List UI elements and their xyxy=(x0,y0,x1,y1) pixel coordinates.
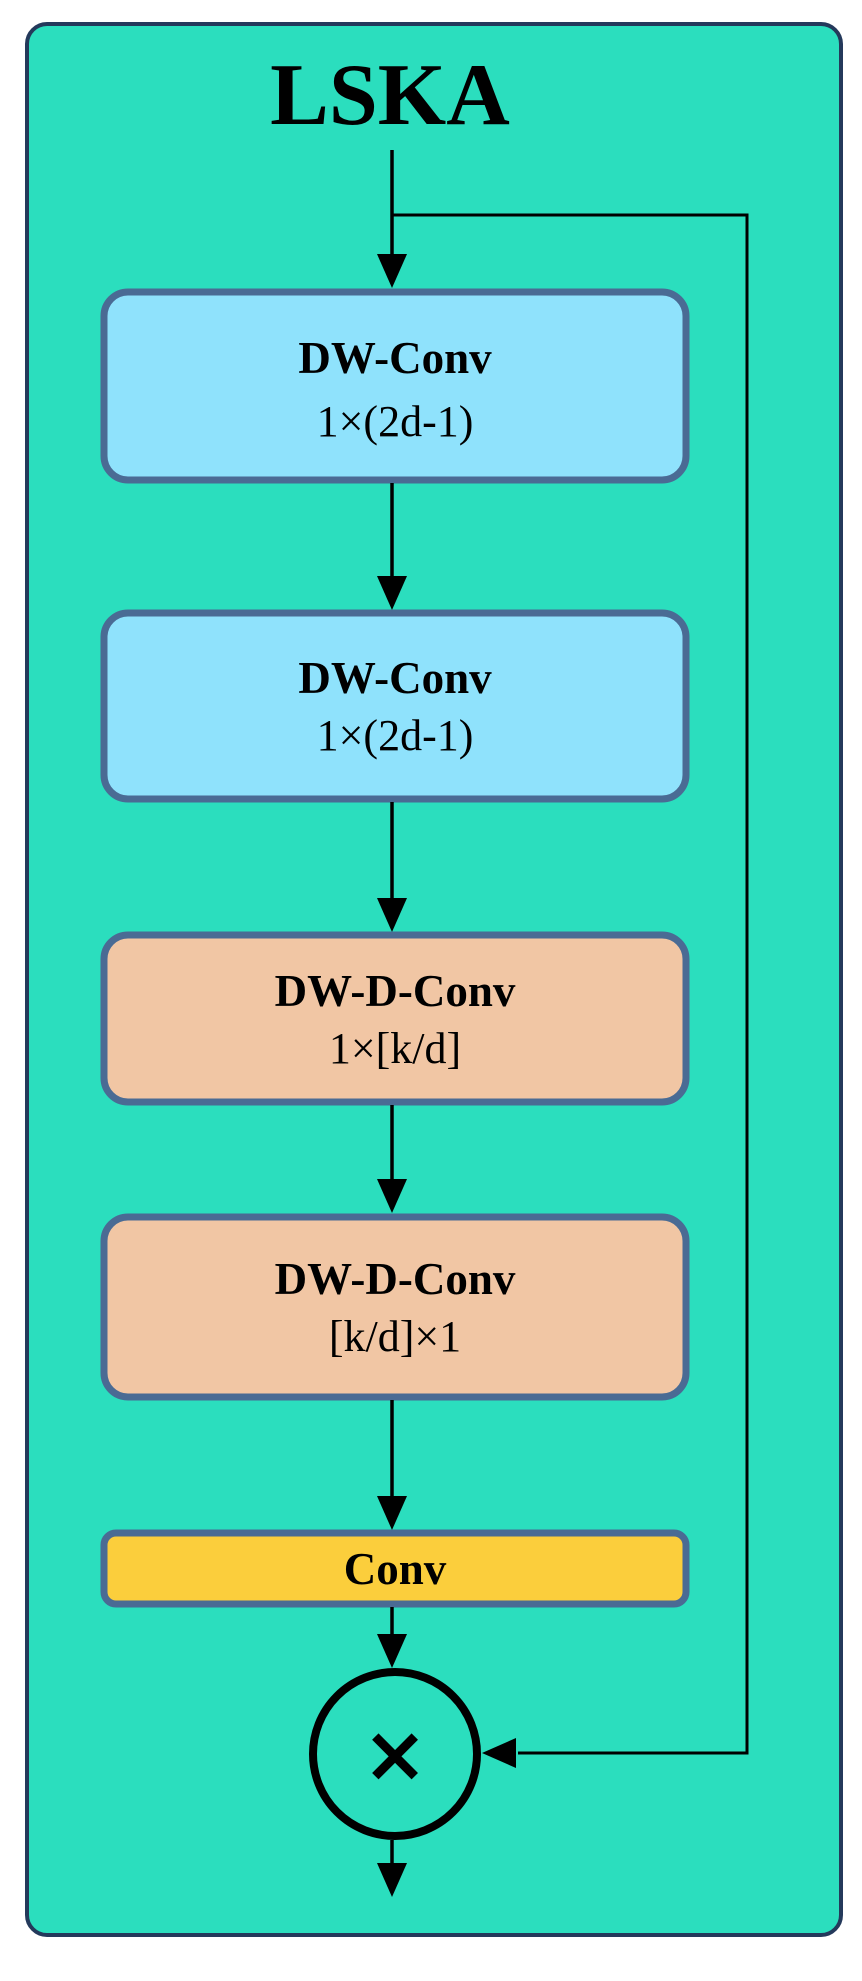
node-label: Conv xyxy=(344,1544,447,1594)
arrowhead-down-icon xyxy=(377,1863,407,1897)
node-dw-d-conv-1: DW-D-Conv 1×[k/d] xyxy=(100,931,690,1106)
arrow-dwdconv1-to-dwdconv2 xyxy=(377,1105,407,1213)
node-sublabel: 1×(2d-1) xyxy=(317,711,474,760)
arrow-dwconv1-to-dwconv2 xyxy=(377,483,407,610)
node-dw-conv-1: DW-Conv 1×(2d-1) xyxy=(100,288,690,484)
arrowhead-down-icon xyxy=(377,1179,407,1213)
node-sublabel: [k/d]×1 xyxy=(329,1312,461,1361)
skip-connection xyxy=(392,213,749,1768)
arrow-dwdconv2-to-conv xyxy=(377,1400,407,1530)
node-conv: Conv xyxy=(100,1529,690,1608)
arrowhead-down-icon xyxy=(377,576,407,610)
arrowhead-down-icon xyxy=(377,1634,407,1668)
node-label: DW-D-Conv xyxy=(275,1254,516,1304)
arrowhead-left-icon xyxy=(482,1738,516,1768)
node-box xyxy=(100,931,690,1106)
input-arrow xyxy=(377,150,407,288)
multiply-circle xyxy=(309,1668,481,1840)
node-box xyxy=(100,288,690,484)
node-label: DW-Conv xyxy=(298,333,492,383)
node-dw-conv-2: DW-Conv 1×(2d-1) xyxy=(100,609,690,803)
node-box xyxy=(100,1529,690,1608)
node-sublabel: 1×(2d-1) xyxy=(317,397,474,446)
arrowhead-down-icon xyxy=(377,898,407,932)
arrow-dwconv2-to-dwdconv1 xyxy=(377,802,407,932)
node-box xyxy=(100,609,690,803)
node-dw-d-conv-2: DW-D-Conv [k/d]×1 xyxy=(100,1213,690,1401)
diagram-title: LSKA xyxy=(270,47,510,144)
node-label: DW-Conv xyxy=(298,653,492,703)
multiply-node: × xyxy=(309,1668,481,1840)
node-label: DW-D-Conv xyxy=(275,966,516,1016)
node-box xyxy=(100,1213,690,1401)
output-arrow xyxy=(377,1840,407,1897)
skip-connection-line xyxy=(392,213,749,1755)
arrowhead-down-icon xyxy=(377,254,407,288)
node-sublabel: 1×[k/d] xyxy=(329,1024,461,1073)
arrowhead-down-icon xyxy=(377,1496,407,1530)
multiply-icon: × xyxy=(362,1710,427,1800)
arrow-conv-to-multiply xyxy=(377,1607,407,1668)
